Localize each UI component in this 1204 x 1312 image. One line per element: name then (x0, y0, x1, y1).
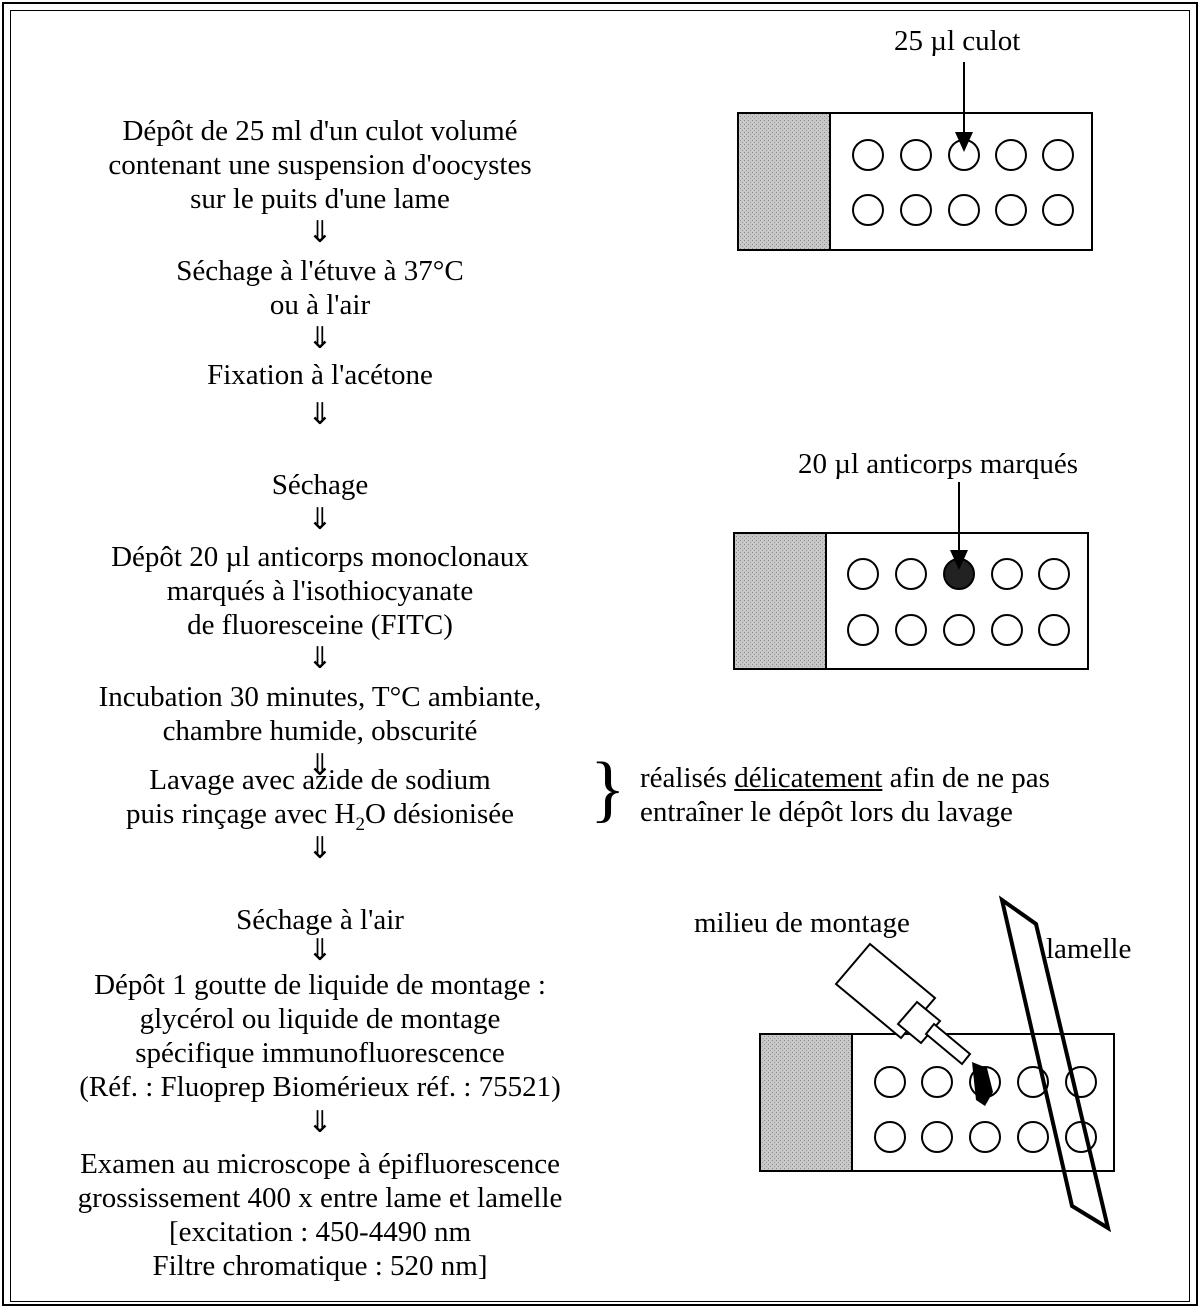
step-microscope-exam: Examen au microscope à épifluorescence g… (77, 1148, 563, 1282)
slide-1-pointer-arrow-icon (955, 132, 973, 152)
down-arrow-icon: ⇓ (307, 748, 333, 783)
step-antibody-deposit: Dépôt 20 µl anticorps monoclonaux marqué… (111, 541, 529, 641)
washing-note: réalisés délicatement afin de ne pas ent… (640, 762, 1050, 828)
slide-2 (733, 482, 1089, 670)
slide-2-frosted-end (733, 532, 827, 670)
step-incubation: Incubation 30 minutes, T°C ambiante, cha… (98, 681, 542, 747)
step-drying: Séchage (271, 469, 369, 501)
step-deposit-pellet: Dépôt de 25 ml d'un culot volumé contena… (108, 115, 532, 215)
mounting-drop (972, 1062, 993, 1106)
down-arrow-icon: ⇓ (307, 502, 333, 537)
down-arrow-icon: ⇓ (307, 831, 333, 866)
down-arrow-icon: ⇓ (307, 215, 333, 250)
slide-3-frosted-end (759, 1033, 853, 1172)
coverslip-icon (998, 895, 1112, 1233)
down-arrow-icon: ⇓ (307, 321, 333, 356)
slide-3 (759, 895, 1115, 1233)
slide2-label: 20 µl anticorps marqués (798, 448, 1079, 480)
step-drying-oven: Séchage à l'étuve à 37°C ou à l'air (176, 255, 464, 321)
down-arrow-icon: ⇓ (307, 397, 333, 432)
slide1-label: 25 µl culot (894, 25, 1021, 57)
step-acetone-fixation: Fixation à l'acétone (207, 359, 433, 391)
slide-1-frosted-end (737, 112, 831, 251)
slide-3-wells (874, 1066, 1097, 1153)
slide-1 (737, 62, 1093, 251)
mounting-medium-label: milieu de montage (694, 907, 910, 939)
down-arrow-icon: ⇓ (307, 1105, 333, 1140)
step-washing: Lavage avec azide de sodium puis rinçage… (126, 764, 514, 835)
slide-2-wells (847, 558, 1070, 646)
slide-1-wells (852, 139, 1074, 226)
step-air-drying: Séchage à l'air (236, 904, 404, 936)
slide-2-pointer-arrow-icon (950, 550, 968, 570)
step-mounting-drop: Dépôt 1 goutte de liquide de montage : g… (79, 969, 561, 1103)
coverslip-label: lamelle (1046, 933, 1132, 965)
down-arrow-icon: ⇓ (307, 641, 333, 676)
down-arrow-icon: ⇓ (307, 933, 333, 968)
pipette-icon (834, 942, 972, 1066)
inner-frame (10, 10, 1190, 1302)
right-brace-icon: } (590, 748, 626, 830)
